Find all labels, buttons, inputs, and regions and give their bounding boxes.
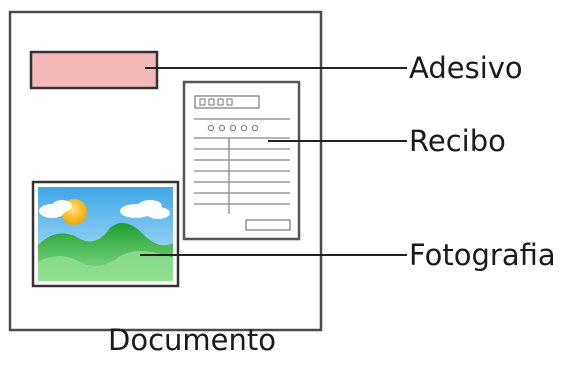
photo-label: Fotografia [409, 238, 556, 272]
receipt-shape [182, 80, 301, 241]
sticker-label: Adesivo [409, 51, 523, 85]
sticker-shape [29, 50, 159, 90]
photo-shape [31, 180, 180, 288]
document-caption: Documento [108, 323, 276, 357]
receipt-label: Recibo [409, 124, 506, 158]
